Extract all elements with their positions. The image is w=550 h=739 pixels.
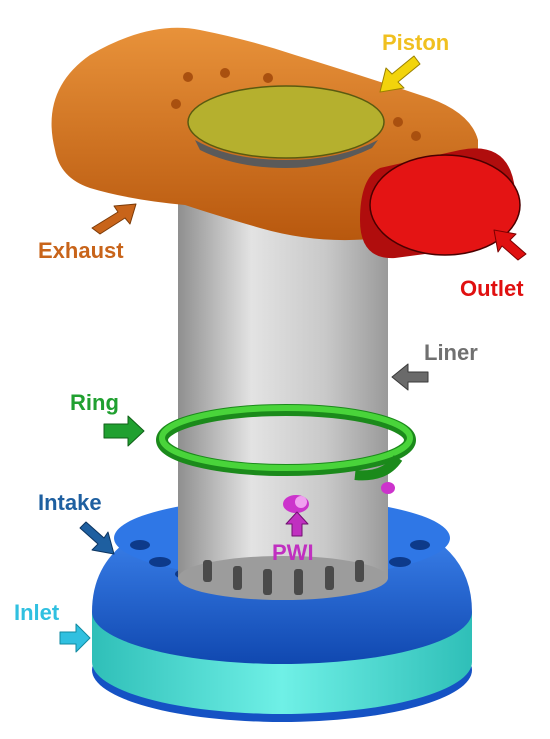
- piston-top: [187, 85, 385, 168]
- ring-label: Ring: [70, 390, 119, 415]
- pwi-label: PWI: [272, 540, 314, 565]
- outlet-pipe: [360, 148, 521, 259]
- outlet-label: Outlet: [460, 276, 524, 301]
- liner-ports: [203, 560, 364, 595]
- liner-arrow: [391, 363, 429, 391]
- intake-label: Intake: [38, 490, 102, 515]
- ring-part: [156, 404, 416, 481]
- exhaust-arrow: [91, 203, 137, 235]
- inlet-arrow: [59, 623, 91, 653]
- inlet-label: Inlet: [14, 600, 60, 625]
- ring-arrow: [103, 415, 145, 447]
- pwi-nozzle-secondary: [381, 482, 395, 494]
- outlet-opening: [369, 154, 521, 256]
- intake-arrow: [79, 521, 115, 555]
- liner-bottom: [178, 556, 388, 600]
- piston-label: Piston: [382, 30, 449, 55]
- piston-arrow: [379, 55, 421, 93]
- exhaust-label: Exhaust: [38, 238, 124, 263]
- arrows: [59, 55, 527, 653]
- liner-label: Liner: [424, 340, 478, 365]
- pwi-arrow: [285, 511, 309, 537]
- exhaust-holes: [171, 68, 421, 141]
- outlet-arrow: [493, 229, 527, 261]
- pwi-injector: [283, 482, 395, 513]
